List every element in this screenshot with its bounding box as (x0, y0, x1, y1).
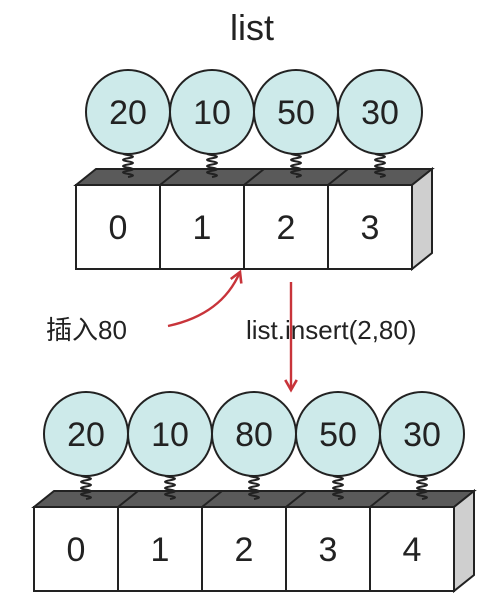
value-label: 50 (319, 416, 357, 454)
box-top-divider (159, 168, 181, 186)
value-label: 50 (277, 94, 315, 132)
spring-icon (374, 151, 386, 178)
index-label: 3 (319, 531, 338, 569)
index-box (285, 506, 371, 592)
index-box (33, 506, 119, 592)
spring-icon (416, 473, 428, 500)
box-top-divider (369, 490, 391, 508)
value-label: 10 (193, 94, 231, 132)
value-label: 10 (151, 416, 189, 454)
spring-icon (332, 473, 344, 500)
value-label: 30 (403, 416, 441, 454)
index-label: 2 (235, 531, 254, 569)
spring-icon (122, 151, 134, 178)
box-side-face (453, 488, 475, 594)
value-label: 80 (235, 416, 273, 454)
index-label: 1 (151, 531, 170, 569)
list-after-row: 0 1 2 3 4 20 10 80 50 30 (31, 391, 477, 594)
value-ball (337, 69, 423, 155)
box-top-divider (201, 490, 223, 508)
box-top-divider (117, 490, 139, 508)
spring-icon (248, 473, 260, 500)
spring-icon (290, 151, 302, 178)
index-label: 0 (109, 209, 128, 247)
index-box (117, 506, 203, 592)
value-label: 30 (361, 94, 399, 132)
method-call-label: list.insert(2,80) (246, 315, 417, 345)
box-side-face (411, 166, 433, 272)
spring-icon (164, 473, 176, 500)
index-label: 4 (403, 531, 422, 569)
spring-icon (206, 151, 218, 178)
index-label: 2 (277, 209, 296, 247)
index-box (201, 506, 287, 592)
insert-arrow (167, 269, 243, 328)
index-label: 0 (67, 531, 86, 569)
box-top-divider (243, 168, 265, 186)
index-box (75, 184, 161, 270)
value-label: 20 (109, 94, 147, 132)
box-top-divider (327, 168, 349, 186)
list-before-row: 0 1 2 3 20 10 50 30 (73, 69, 435, 272)
spring-icon (80, 473, 92, 500)
index-label: 1 (193, 209, 212, 247)
box-top-divider (285, 490, 307, 508)
value-ball (379, 391, 465, 477)
value-label: 20 (67, 416, 105, 454)
index-box (369, 506, 455, 592)
diagram-title: list (230, 7, 274, 48)
insert-label: 插入80 (46, 315, 127, 345)
index-label: 3 (361, 209, 380, 247)
index-box (327, 184, 413, 270)
